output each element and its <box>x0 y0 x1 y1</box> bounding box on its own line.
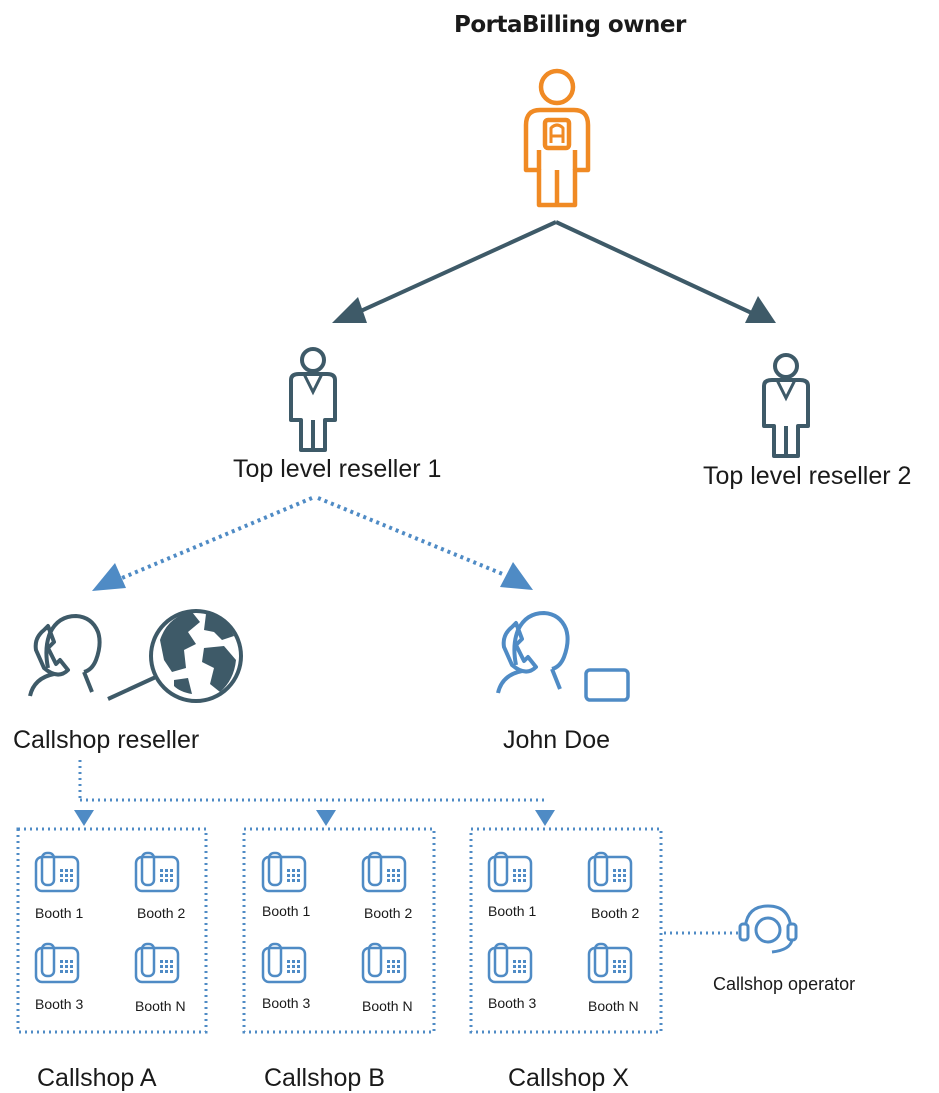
booth-label: Booth 2 <box>137 905 186 921</box>
callshop-b-arrow <box>316 810 336 826</box>
callshop-a-label: Callshop A <box>37 1064 157 1092</box>
booth-phone-icon <box>34 851 80 893</box>
reseller1-to-john-doe-arrow <box>317 496 533 590</box>
booth-phone-icon <box>587 942 633 984</box>
booth-label: Booth 2 <box>364 905 413 921</box>
owner-admin-icon <box>523 68 591 208</box>
callshop-x-arrow <box>535 810 555 826</box>
diagram-title: PortaBilling owner <box>454 12 686 38</box>
owner-to-reseller2-arrow <box>555 220 776 323</box>
booth-phone-icon <box>261 851 307 893</box>
booth-label: Booth 2 <box>591 905 640 921</box>
john-doe-label: John Doe <box>503 726 611 754</box>
booth-label: Booth N <box>362 998 413 1014</box>
reseller-1-person-icon <box>289 347 337 452</box>
callshop-reseller-operator-icon <box>28 614 102 698</box>
top-reseller-1-label: Top level reseller 1 <box>233 455 442 483</box>
callshop-b-label: Callshop B <box>264 1064 385 1092</box>
booth-label: Booth 3 <box>35 996 84 1012</box>
booth-label: Booth N <box>135 998 186 1014</box>
owner-to-reseller1-arrow <box>332 220 557 323</box>
laptop-icon <box>584 668 630 702</box>
callshop-distribution-lines <box>78 760 545 802</box>
callshop-operator-label: Callshop operator <box>713 974 856 994</box>
booth-phone-icon <box>361 851 407 893</box>
booth-phone-icon <box>134 851 180 893</box>
booth-label: Booth 1 <box>262 903 311 919</box>
booth-phone-icon <box>134 942 180 984</box>
booth-phone-icon <box>587 851 633 893</box>
booth-phone-icon <box>261 942 307 984</box>
reseller-2-person-icon <box>762 353 810 458</box>
booth-label: Booth 3 <box>262 995 311 1011</box>
reseller1-to-callshop-reseller-arrow <box>92 496 313 591</box>
callshop-x-label: Callshop X <box>508 1064 629 1092</box>
globe-connector <box>107 674 159 701</box>
booth-label: Booth 1 <box>488 903 537 919</box>
callshop-a-box <box>16 827 208 1034</box>
booth-label: Booth 3 <box>488 995 537 1011</box>
callshop-x-box <box>469 827 663 1034</box>
booth-phone-icon <box>34 942 80 984</box>
john-doe-operator-icon <box>496 611 570 695</box>
callshop-reseller-label: Callshop reseller <box>13 726 200 754</box>
booth-phone-icon <box>487 851 533 893</box>
globe-icon <box>149 609 243 703</box>
booth-label: Booth N <box>588 998 639 1014</box>
callshop-b-box <box>242 827 436 1034</box>
callshop-a-arrow <box>74 810 94 826</box>
top-reseller-2-label: Top level reseller 2 <box>703 462 912 490</box>
headset-icon <box>738 904 798 954</box>
booth-label: Booth 1 <box>35 905 84 921</box>
booth-phone-icon <box>487 942 533 984</box>
booth-phone-icon <box>361 942 407 984</box>
